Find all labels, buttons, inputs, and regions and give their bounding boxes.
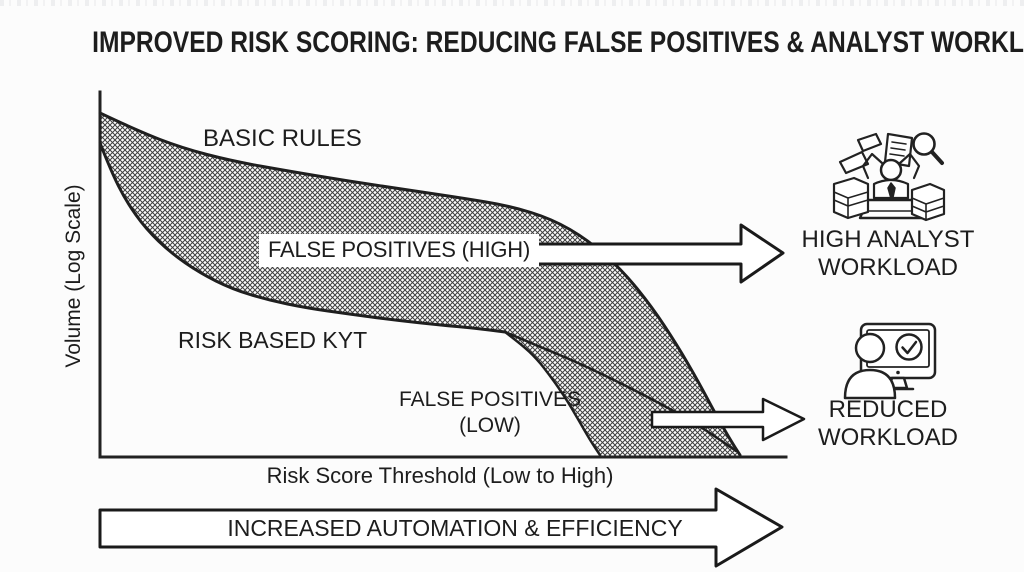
automation-arrow-label: INCREASED AUTOMATION & EFFICIENCY <box>227 515 683 541</box>
x-axis-label: Risk Score Threshold (Low to High) <box>266 463 614 488</box>
kyt-steep-tail-curve <box>503 330 602 457</box>
risk-based-kyt-label: RISK BASED KYT <box>178 327 368 353</box>
cropped-text-artifact <box>0 0 1024 6</box>
high-workload-arrow <box>535 223 785 284</box>
analyst-at-computer-check-icon <box>843 322 937 400</box>
automation-arrow <box>98 487 784 568</box>
false-positives-low-line2: (LOW) <box>459 414 521 437</box>
false-positive-region <box>100 113 740 457</box>
reduced-workload-arrow <box>650 397 806 442</box>
axes <box>98 90 788 459</box>
risk-based-kyt-curve <box>98 141 507 334</box>
basic-rules-curve <box>98 111 742 457</box>
false-positives-high-label: FALSE POSITIVES (HIGH) <box>259 234 540 267</box>
reduced-workload-label: REDUCED WORKLOAD <box>817 396 958 451</box>
overwhelmed-analyst-icon <box>832 132 946 222</box>
page-title: IMPROVED RISK SCORING: REDUCING FALSE PO… <box>92 26 1024 59</box>
basic-rules-label: BASIC RULES <box>203 125 362 152</box>
y-axis-label: Volume (Log Scale) <box>62 184 85 368</box>
false-positives-low-line1: FALSE POSITIVES <box>398 388 582 411</box>
false-positives-low-label: FALSE POSITIVES (LOW) <box>394 387 586 439</box>
high-analyst-workload-label: HIGH ANALYST WORKLOAD <box>801 226 975 281</box>
